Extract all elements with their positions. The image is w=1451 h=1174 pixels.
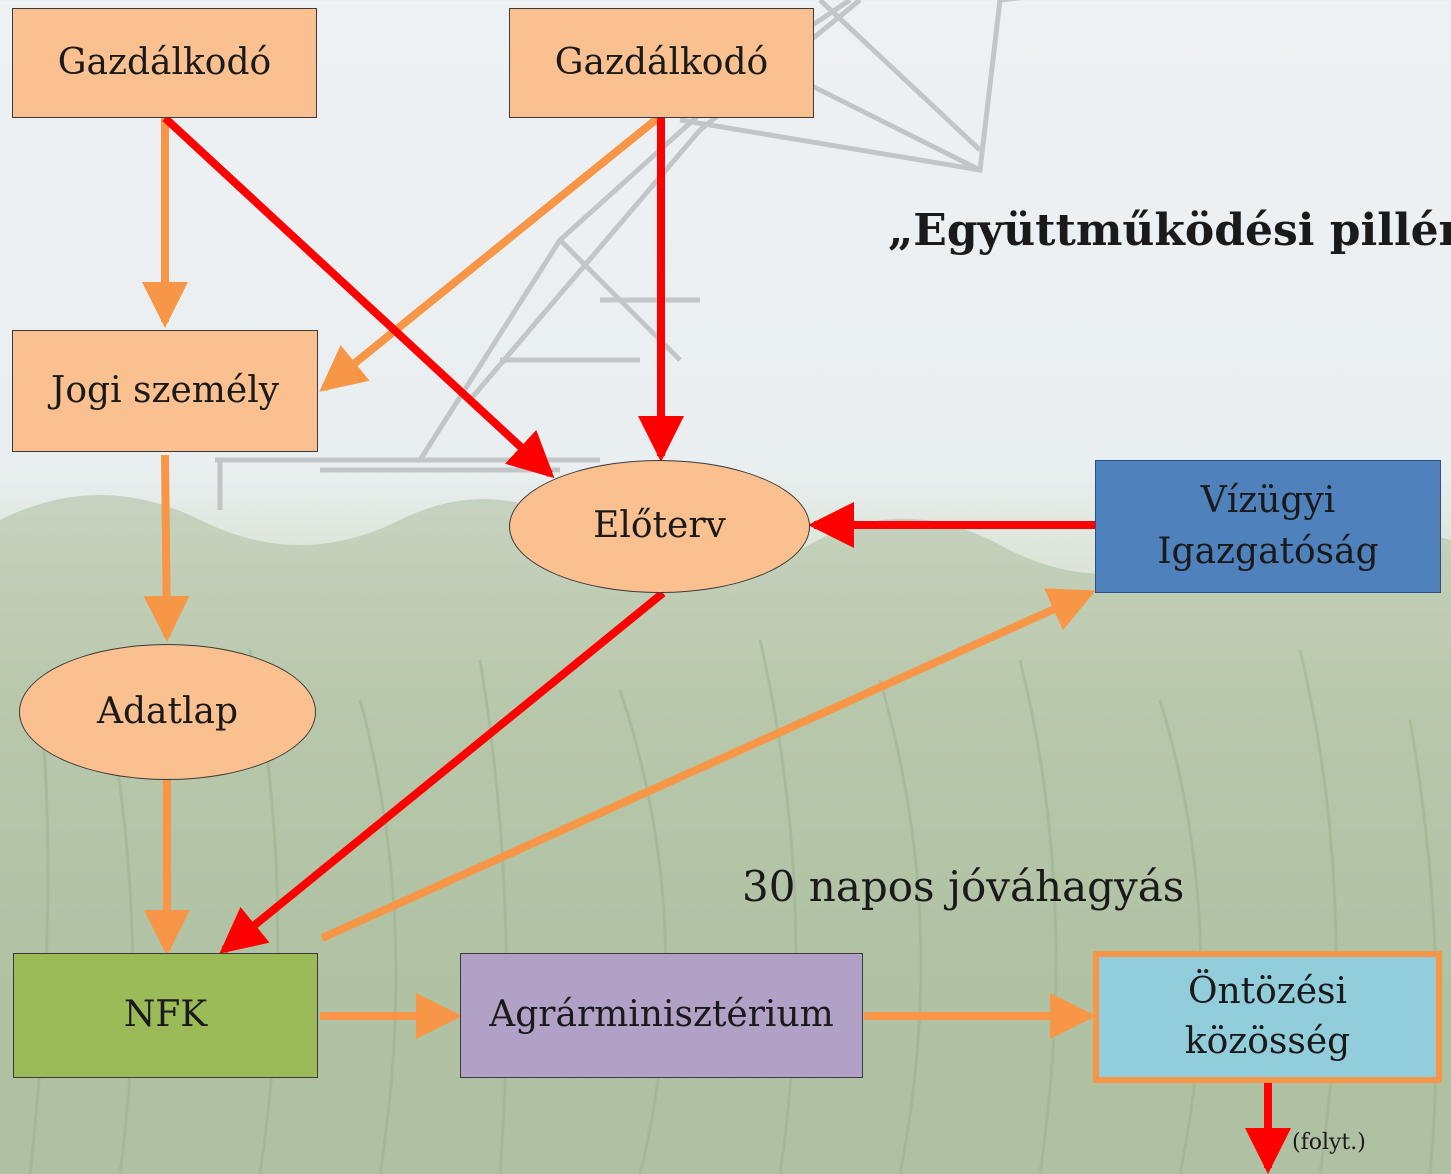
arrow-farmer1-to-preliminary-plan [162,115,555,479]
node-irrigation-community-line2: közösség [1184,1021,1351,1062]
node-farmer-1: Gazdálkodó [12,8,317,118]
node-farmer-1-label: Gazdálkodó [57,41,272,83]
node-datasheet-label: Adatlap [97,690,238,732]
node-legal-entity-label: Jogi személy [50,369,280,411]
node-nfk: NFK [13,953,318,1078]
approval-label: 30 napos jóváhagyás [742,862,1185,911]
node-water-directorate-line2: Igazgatóság [1157,530,1379,572]
node-nfk-label: NFK [123,994,208,1036]
arrow-preliminary-plan-to-nfk [219,589,666,954]
continued-label: (folyt.) [1292,1130,1366,1155]
arrow-farmer2-to-legal-entity [319,114,661,392]
node-farmer-2-label: Gazdálkodó [554,41,769,83]
arrow-legal-entity-to-datasheet [143,454,190,642]
node-legal-entity: Jogi személy [12,330,318,452]
node-preliminary-plan: Előterv [509,460,810,593]
node-ministry: Agrárminisztérium [460,953,863,1078]
node-ministry-label: Agrárminisztérium [489,994,834,1036]
node-farmer-2: Gazdálkodó [509,8,814,118]
node-water-directorate: Vízügyi Igazgatóság [1095,460,1441,593]
diagram-title: „Együttműködési pillér” [888,205,1451,256]
node-datasheet: Adatlap [19,644,316,780]
arrow-nfk-to-water-directorate [320,588,1096,942]
node-irrigation-community: Öntözési közösség [1093,951,1442,1083]
node-preliminary-plan-label: Előterv [593,505,726,547]
node-irrigation-community-line1: Öntözési [1187,970,1348,1012]
node-water-directorate-line1: Vízügyi [1200,480,1336,522]
